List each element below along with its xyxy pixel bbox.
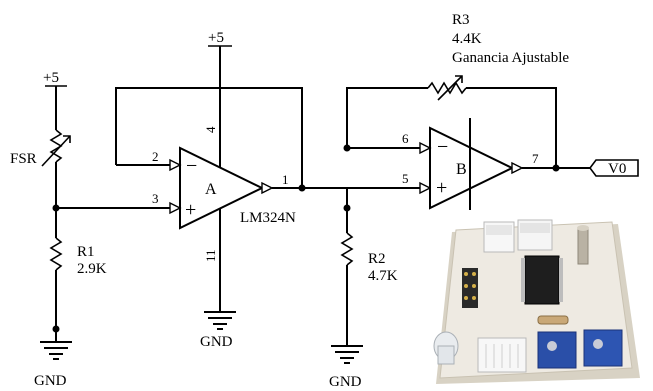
output-label: V0	[608, 161, 626, 177]
r1-resistor	[49, 237, 63, 271]
vcc-label-opamp: +5	[208, 30, 224, 46]
gnd-label-1: GND	[34, 373, 67, 389]
pin-b-inv: 6	[402, 131, 409, 146]
r1-ref: R1	[77, 244, 95, 260]
opamp-a-minus: −	[186, 155, 197, 177]
opamp-b-feedback	[466, 87, 557, 168]
r3-ref: R3	[452, 12, 470, 28]
gnd-label-3: GND	[329, 374, 362, 390]
pot-shaft	[577, 227, 589, 265]
r2-resistor	[340, 232, 354, 266]
pcb-board-photo	[433, 219, 640, 384]
fsr-resistor	[49, 129, 63, 163]
r2-ref: R2	[368, 251, 386, 267]
ground-symbol-3	[331, 345, 363, 364]
junction-dot	[52, 325, 60, 333]
r2-value: 4.7K	[368, 268, 398, 284]
pin-b-out: 7	[532, 151, 539, 166]
r3-variable-arrow	[437, 75, 463, 101]
r2-branch: R2 4.7K GND	[329, 181, 432, 390]
output-tag	[589, 159, 639, 177]
vcc-label-fsr: +5	[43, 70, 59, 86]
trimmer-pot	[537, 331, 577, 369]
pin-a-noninv: 3	[152, 191, 159, 206]
opamp-a-plus: +	[185, 199, 196, 221]
ic-chip	[524, 255, 560, 305]
fsr-branch: +5 FSR R1 2.9K GND	[10, 70, 107, 389]
ground-symbol-1	[40, 341, 72, 360]
junction-dot	[343, 204, 351, 212]
fsr-label: FSR	[10, 151, 37, 167]
opamp-b: − + B 6 5 7 R3 4.4K Ganancia Ajustable V…	[343, 12, 639, 210]
pin-a-inv: 2	[152, 149, 159, 164]
pin-a-vcc: 4	[203, 126, 218, 133]
pin-a-out: 1	[282, 172, 289, 187]
opamp-a-triangle	[179, 146, 265, 230]
opamp-a-label: A	[205, 181, 217, 198]
pin-b-noninv: 5	[402, 171, 409, 186]
r3-resistor	[427, 81, 467, 95]
r3-note: Ganancia Ajustable	[452, 50, 569, 66]
opamp-a: − + A LM324N 2 3 +5 4 11 GND 1	[56, 30, 345, 350]
junction-dot	[298, 184, 306, 192]
r3-value: 4.4K	[452, 31, 482, 47]
trimmer-pot	[583, 329, 623, 367]
opamp-a-feedback	[115, 87, 303, 188]
board-resistor	[537, 315, 569, 325]
opamp-b-plus: +	[436, 177, 447, 199]
ground-symbol-2	[204, 311, 236, 330]
pin-a-gnd: 11	[203, 249, 218, 262]
r1-value: 2.9K	[77, 261, 107, 277]
opamp-b-minus: −	[437, 136, 448, 158]
fsr-variable-arrow	[41, 135, 71, 167]
opamp-b-label: B	[456, 161, 467, 178]
gnd-label-2: GND	[200, 334, 233, 350]
opamp-a-part: LM324N	[240, 210, 296, 226]
